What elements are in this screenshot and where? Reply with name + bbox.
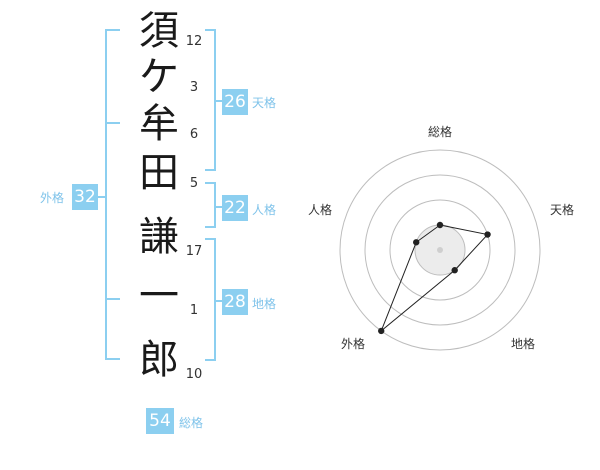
radar-axis-label-gaikaku: 外格	[341, 337, 366, 351]
tenkaku-bracket	[205, 29, 216, 171]
radar-polygon	[380, 224, 489, 332]
radar-point-3	[451, 267, 458, 274]
radar-center	[437, 247, 443, 253]
gaikaku-inner-tick-1	[105, 122, 120, 124]
chikaku-label: 地格	[252, 297, 277, 311]
radar-axis-label-tenkaku: 天格	[550, 203, 575, 217]
gaikaku-bracket	[105, 29, 120, 360]
soukaku-value-badge: 54	[146, 408, 174, 434]
name-char-2: ケ	[139, 54, 179, 100]
jinkaku-value-badge: 22	[222, 195, 248, 221]
radar-ring-4	[339, 149, 541, 351]
chikaku-value-badge: 28	[222, 289, 248, 315]
radar-point-2	[484, 231, 491, 238]
name-char-5: 謙	[139, 214, 179, 260]
gaikaku-connector	[98, 196, 106, 198]
gaikaku-inner-tick-2	[105, 298, 120, 300]
radar-ring-2	[389, 199, 491, 301]
radar-axis-label-soukaku: 総格	[428, 125, 453, 139]
chikaku-bracket	[205, 238, 216, 361]
name-char-6: 一	[139, 273, 179, 319]
tenkaku-connector	[216, 100, 222, 102]
jinkaku-bracket	[205, 182, 216, 228]
tenkaku-value-badge: 26	[222, 89, 248, 115]
name-char-1: 須	[139, 8, 179, 54]
name-char-3: 牟	[139, 101, 179, 147]
name-char-7: 郎	[139, 337, 179, 383]
stroke-count-3: 6	[189, 127, 199, 142]
radar-ring-3	[364, 174, 516, 326]
radar-axis-label-chikaku: 地格	[511, 337, 536, 351]
gaikaku-value-badge: 32	[72, 184, 98, 210]
stroke-count-6: 1	[189, 303, 199, 318]
stroke-count-5: 17	[185, 244, 203, 259]
soukaku-label: 総格	[179, 416, 204, 430]
jinkaku-connector	[216, 206, 222, 208]
radar-point-5	[413, 239, 420, 246]
stroke-count-7: 10	[185, 367, 203, 382]
stroke-count-4: 5	[189, 176, 199, 191]
chikaku-connector	[216, 300, 222, 302]
tenkaku-label: 天格	[252, 96, 277, 110]
stroke-count-1: 12	[185, 34, 203, 49]
gaikaku-label: 外格	[40, 191, 65, 205]
radar-point-1	[436, 221, 444, 229]
radar-point-4	[378, 327, 385, 335]
jinkaku-label: 人格	[252, 203, 277, 217]
stroke-count-2: 3	[189, 80, 199, 95]
name-char-4: 田	[139, 150, 179, 196]
radar-axis-label-jinkaku: 人格	[308, 203, 333, 217]
